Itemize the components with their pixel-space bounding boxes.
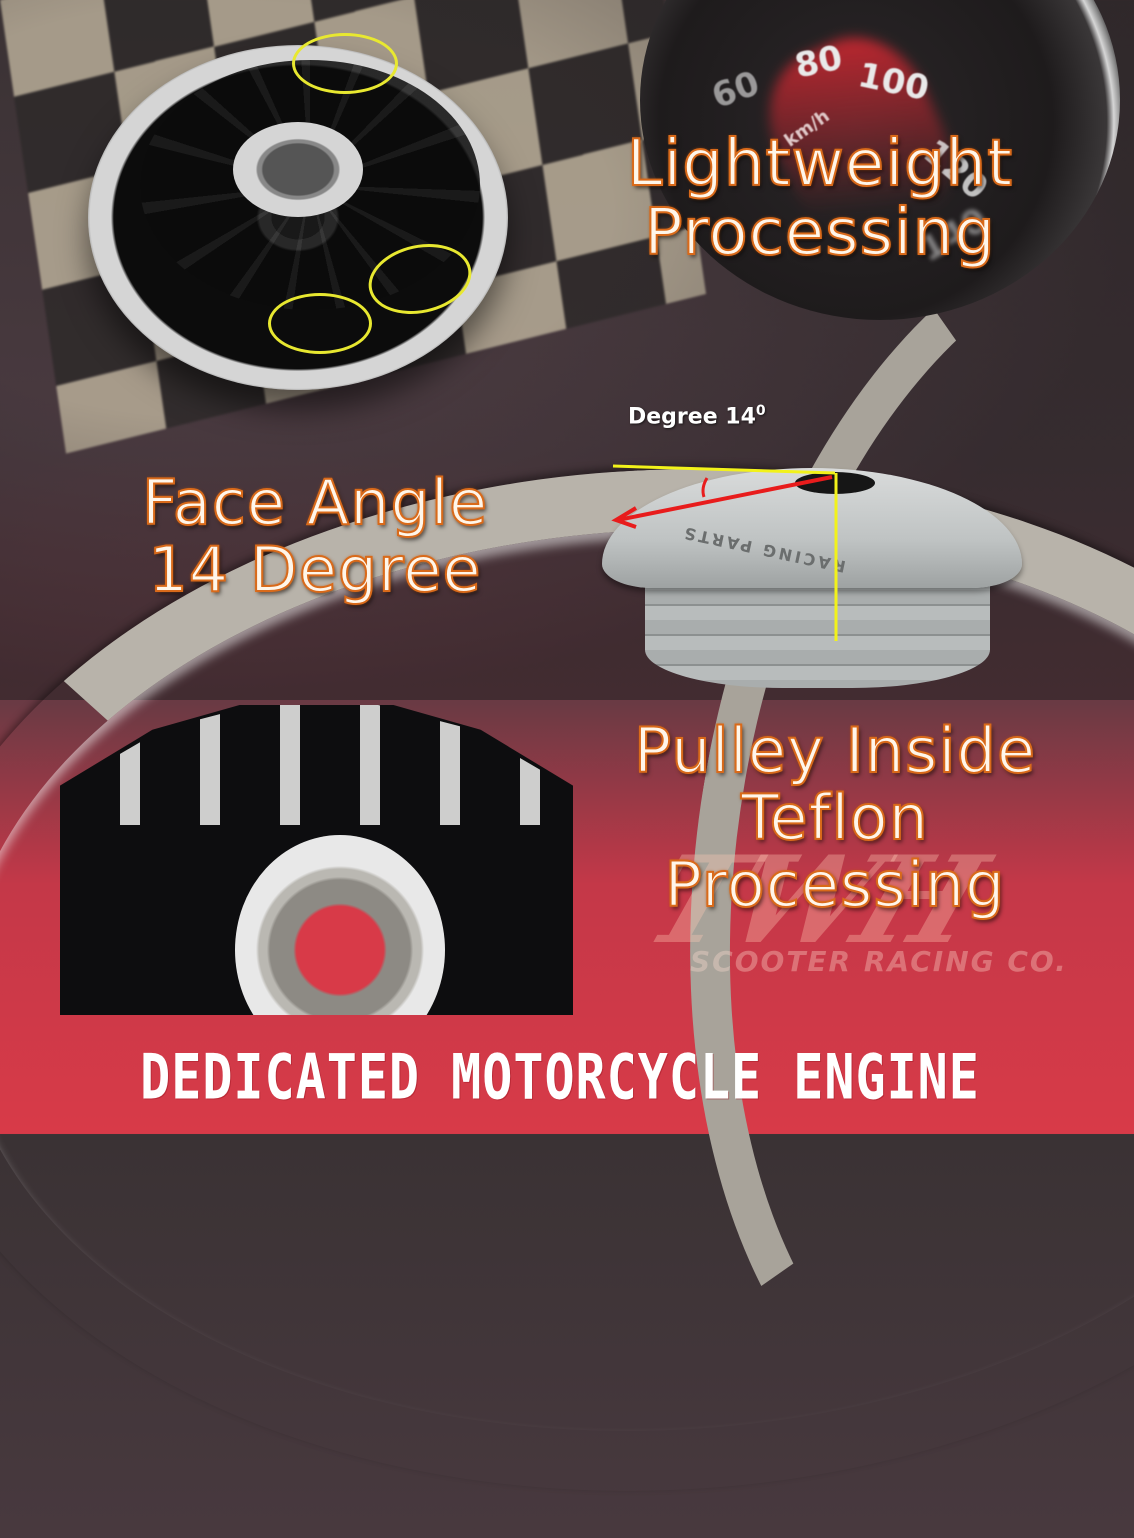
pulley-hub <box>233 122 363 217</box>
headline-lightweight-processing: Lightweight Processing <box>590 127 1050 271</box>
headline-line: Pulley Inside <box>633 714 1037 787</box>
angle-annotation-overlay <box>611 464 838 641</box>
headline-face-angle: Face Angle 14 Degree <box>100 466 530 606</box>
headline-line: Processing <box>663 847 1006 921</box>
pulley-inside-photo <box>60 705 573 1015</box>
degree-label-text: Degree 14 <box>628 404 756 430</box>
company-watermark: SCOOTER RACING CO. <box>690 945 1068 978</box>
face-angle-arrow <box>617 475 833 522</box>
teflon-bushing-ring <box>235 835 445 1015</box>
headline-pulley-teflon: Pulley Inside Teflon Processing <box>585 714 1085 921</box>
headline-line: Face Angle <box>141 466 489 539</box>
headline-line: Processing <box>643 196 996 271</box>
highlight-circle-3 <box>268 293 372 354</box>
highlight-circle-1 <box>292 33 398 94</box>
arrow-head-icon <box>611 506 638 529</box>
degree-label: Degree 140 <box>628 403 766 429</box>
degree-superscript: 0 <box>755 403 766 419</box>
horizontal-reference-line <box>612 464 836 475</box>
headline-line: Lightweight <box>626 127 1014 201</box>
angle-arc-icon <box>701 477 709 498</box>
headline-line: 14 Degree <box>147 532 482 606</box>
headline-line: Teflon <box>740 780 929 854</box>
slogan-banner: DEDICATED MOTORCYCLE ENGINE <box>140 1040 980 1114</box>
